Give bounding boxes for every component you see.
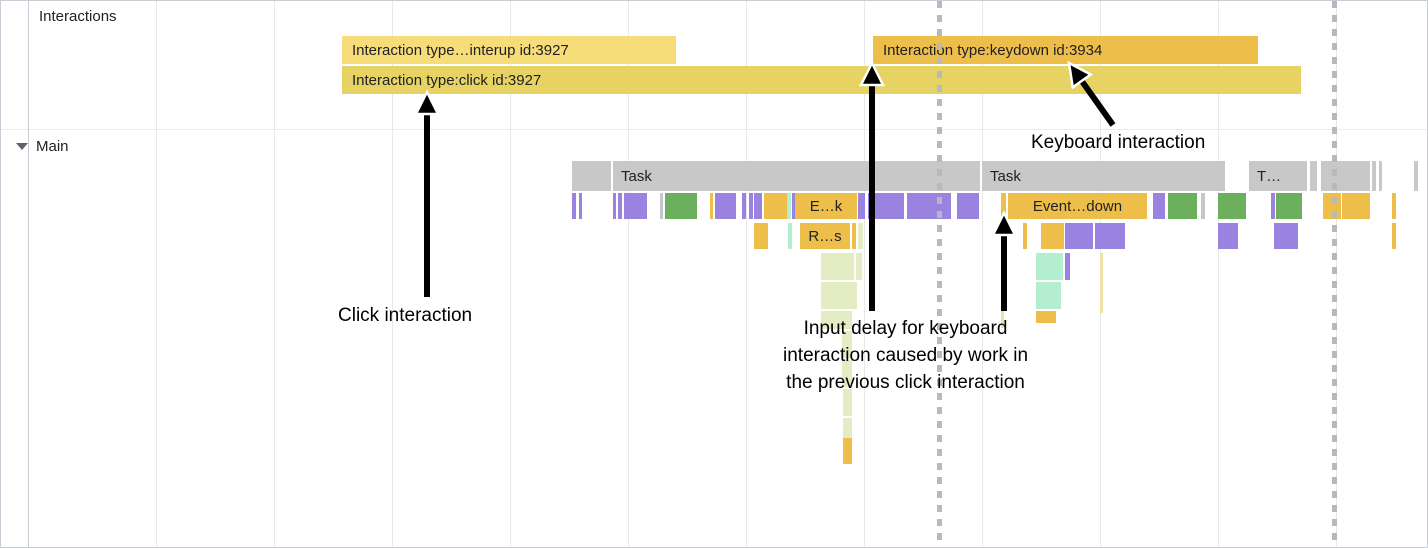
flame-deep-bar-1[interactable] (856, 253, 862, 280)
task-bar-8[interactable] (1379, 161, 1382, 191)
gridline-v-7 (864, 1, 865, 547)
flame-bar-row2-7[interactable] (1095, 223, 1125, 249)
flame-bar-row1-6[interactable] (665, 193, 697, 219)
gridline-v-10 (1218, 1, 1219, 547)
track-label-interactions: Interactions (39, 8, 117, 25)
flame-bar-row2-5[interactable] (1041, 223, 1064, 249)
flame-bar-row1-2[interactable] (613, 193, 616, 219)
flame-bar-row1-10[interactable] (749, 193, 753, 219)
flame-deep-bar-2[interactable] (821, 282, 857, 309)
flame-bar-row1-20[interactable] (1153, 193, 1165, 219)
gridline-v-5 (628, 1, 629, 547)
flame-bar-row1-15[interactable] (858, 193, 865, 219)
flame-deep-bar-15[interactable] (1100, 253, 1103, 313)
flame-deep-bar-12[interactable] (1036, 282, 1061, 309)
flame-bar-row2-2[interactable] (852, 223, 856, 249)
track-label-divider (28, 1, 29, 547)
flame-bar-row1-27[interactable] (1342, 193, 1370, 219)
flame-deep-bar-4[interactable] (844, 311, 852, 329)
flame-deep-bar-7[interactable] (843, 389, 852, 416)
flame-deep-bar-5[interactable] (842, 331, 852, 358)
triangle-down-icon[interactable] (16, 143, 28, 150)
flame-bar-row2-0[interactable] (754, 223, 768, 249)
event-bar-label: R…s (808, 227, 842, 245)
task-bar-5[interactable] (1310, 161, 1317, 191)
task-bar-1[interactable]: Task (613, 161, 869, 191)
dashed-marker-0 (937, 1, 942, 547)
flame-bar-row1-28[interactable] (1392, 193, 1396, 219)
task-bar-3[interactable]: Task (982, 161, 1225, 191)
event-bar-0[interactable]: E…k (795, 193, 857, 219)
input-delay-arrow-left (858, 60, 886, 311)
flame-deep-bar-11[interactable] (1065, 253, 1070, 280)
flame-bar-row1-0[interactable] (572, 193, 576, 219)
flame-bar-row2-10[interactable] (1392, 223, 1396, 249)
flame-deep-bar-8[interactable] (843, 418, 852, 438)
event-bar-2[interactable]: Event…down (1008, 193, 1147, 219)
flame-bar-row1-12[interactable] (764, 193, 791, 219)
flame-bar-row1-1[interactable] (579, 193, 582, 219)
flame-bar-row1-24[interactable] (1271, 193, 1275, 219)
task-bar-6[interactable] (1321, 161, 1370, 191)
keyboard-arrow (1067, 60, 1116, 127)
flame-bar-row1-13[interactable] (792, 193, 795, 219)
flame-deep-bar-13[interactable] (1036, 311, 1056, 323)
task-bar-2[interactable] (870, 161, 980, 191)
gridline-v-1 (156, 1, 157, 547)
event-bar-label: E…k (809, 197, 843, 215)
click-interaction-label: Click interaction (338, 305, 473, 326)
flame-deep-bar-10[interactable] (1036, 253, 1063, 280)
flame-bar-row1-14[interactable] (787, 193, 791, 219)
flame-bar-row1-7[interactable] (710, 193, 713, 219)
flame-bar-row1-4[interactable] (624, 193, 647, 219)
click-arrow (413, 89, 441, 297)
gridline-h-0 (1, 129, 1427, 130)
flame-bar-row1-22[interactable] (1201, 193, 1205, 219)
flame-bar-row1-3[interactable] (618, 193, 622, 219)
task-bar-label: Task (990, 167, 1021, 185)
flame-bar-row2-3[interactable] (858, 223, 863, 249)
track-label-main: Main (36, 138, 69, 155)
input-delay-arrow-right (990, 210, 1018, 311)
flame-bar-row1-8[interactable] (715, 193, 736, 219)
flame-bar-row1-9[interactable] (742, 193, 746, 219)
flame-deep-bar-6[interactable] (842, 360, 852, 387)
flame-deep-bar-9[interactable] (843, 438, 852, 464)
flame-bar-row2-1[interactable] (788, 223, 792, 249)
interaction-bar-label: Interaction type:click id:3927 (352, 71, 542, 89)
flame-bar-row1-25[interactable] (1276, 193, 1302, 219)
gridline-v-6 (746, 1, 747, 547)
flame-bar-row1-11[interactable] (754, 193, 762, 219)
event-bar-label: Event…down (1032, 197, 1123, 215)
flame-bar-row1-17[interactable] (907, 193, 951, 219)
input-delay-label: Input delay for keyboard interaction cau… (783, 318, 1029, 393)
gridline-v-2 (274, 1, 275, 547)
flame-bar-row1-19[interactable] (1001, 193, 1006, 219)
event-bar-1[interactable]: R…s (800, 223, 850, 249)
flame-bar-row2-4[interactable] (1023, 223, 1027, 249)
flame-bar-row1-23[interactable] (1218, 193, 1246, 219)
keyboard-interaction-label: Keyboard interaction (1031, 132, 1206, 153)
gridline-v-4 (510, 1, 511, 547)
task-bar-0[interactable] (572, 161, 611, 191)
flame-bar-row2-9[interactable] (1274, 223, 1298, 249)
task-bar-label: T… (1257, 167, 1282, 185)
dashed-marker-1 (1332, 1, 1337, 547)
gridline-v-8 (982, 1, 983, 547)
interaction-bar-label: Interaction type…interup id:3927 (352, 41, 569, 59)
task-bar-label: Task (621, 167, 652, 185)
flame-bar-row2-6[interactable] (1065, 223, 1093, 249)
task-bar-7[interactable] (1372, 161, 1376, 191)
task-bar-4[interactable]: T… (1249, 161, 1307, 191)
flame-bar-row1-18[interactable] (957, 193, 979, 219)
task-bar-9[interactable] (1414, 161, 1418, 191)
flame-deep-bar-0[interactable] (821, 253, 854, 280)
flame-bar-row2-8[interactable] (1218, 223, 1238, 249)
gridline-v-3 (392, 1, 393, 547)
interaction-bar-pointerup[interactable]: Interaction type…interup id:3927 (342, 36, 676, 64)
flame-bar-row1-5[interactable] (660, 193, 663, 219)
flame-bar-row1-21[interactable] (1168, 193, 1197, 219)
